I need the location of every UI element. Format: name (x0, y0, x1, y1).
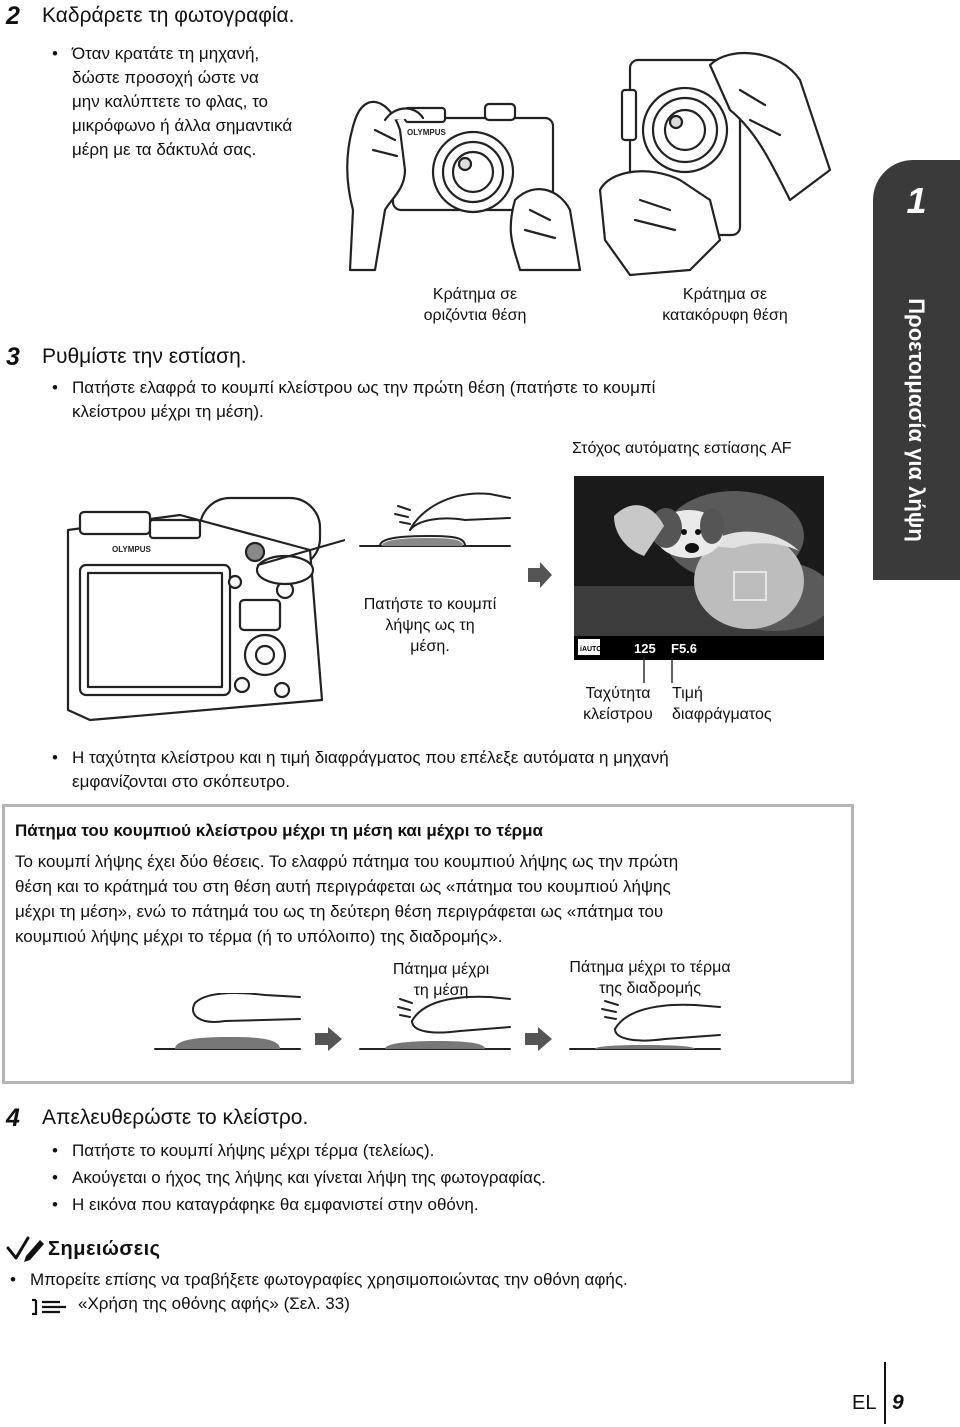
bullet-line: Μπορείτε επίσης να τραβήξετε φωτογραφίες… (30, 1270, 628, 1289)
infobox-line: Το κουμπί λήψης έχει δύο θέσεις. Το ελαφ… (15, 852, 679, 871)
caption-line: τη μέση (413, 982, 469, 999)
bullet-line: μην καλύπτετε το φλας, το (72, 92, 269, 111)
step-4-number: 4 (6, 1104, 20, 1132)
step-4-bullet: • Ακούγεται ο ήχος της λήψης και γίνεται… (52, 1166, 832, 1190)
chapter-side-tab: 1 Προετοιμασία για λήψη (873, 160, 960, 580)
half-press-caption: Πάτημα μέχρι τη μέση (341, 959, 541, 1001)
infobox-line: μέχρι τη μέση», ενώ το πάτημά του ως τη … (15, 902, 664, 921)
bullet-line: μικρόφωνο ή άλλα σημαντικά (72, 116, 293, 135)
bullet-dot: • (52, 1168, 58, 1187)
bullet-line: δώστε προσοχή ώστε να (72, 68, 259, 87)
camera-brand-label: OLYMPUS (407, 128, 446, 137)
step-4-bullet: • Η εικόνα που καταγράφηκε θα εμφανιστεί… (52, 1193, 832, 1217)
caption-line: Τιμή (672, 685, 703, 702)
shutter-speed-label: Ταχύτητα κλείστρου (568, 683, 668, 725)
lcd-shutter-value: 125 (634, 641, 656, 656)
caption-line: οριζόντια θέση (423, 307, 527, 324)
step-4-bullet: • Πατήστε το κουμπί λήψης μέχρι τέρμα (τ… (52, 1139, 832, 1163)
caption-line: Κράτημα σε (682, 286, 768, 303)
infobox-title: Πάτημα του κουμπιού κλείστρου μέχρι τη μ… (15, 821, 543, 840)
pencil-check-icon (6, 1236, 44, 1262)
step-2-bullet: • Όταν κρατάτε τη μηχανή, δώστε προσοχή … (52, 42, 362, 162)
half-full-press-infobox: Πάτημα του κουμπιού κλείστρου μέχρι τη μ… (2, 804, 854, 1084)
caption-line: Πάτημα μέχρι (392, 961, 490, 978)
bullet-line: Ακούγεται ο ήχος της λήψης και γίνεται λ… (72, 1168, 546, 1187)
step-3-title: Ρυθμίστε την εστίαση. (42, 345, 247, 368)
infobox-line: θέση και το κράτημά του στη θέση αυτή πε… (15, 877, 671, 896)
step-3-number: 3 (6, 343, 20, 371)
caption-line: διαφράγματος (672, 706, 772, 723)
step-3-note-bullet: • Η ταχύτητα κλείστρου και η τιμή διαφρά… (52, 746, 852, 794)
bullet-dot: • (52, 378, 58, 397)
camera-brand-label: OLYMPUS (112, 545, 151, 554)
footer-divider (884, 1362, 886, 1424)
step-3-bullet: • Πατήστε ελαφρά το κουμπί κλείστρου ως … (52, 376, 832, 424)
press-stages-illustration (154, 993, 721, 1051)
lcd-mode-label: iAUTO (580, 646, 602, 653)
vertical-hold-illustration (598, 51, 832, 277)
caption-line: μέση. (410, 638, 450, 655)
caption-horizontal-hold: Κράτημα σε οριζόντια θέση (385, 284, 565, 326)
chapter-number: 1 (906, 180, 927, 221)
step-2-title: Καδράρετε τη φωτογραφία. (42, 4, 295, 27)
bullet-dot: • (52, 1195, 58, 1214)
af-target-label: Στόχος αυτόματης εστίασης AF (572, 440, 792, 457)
aperture-label: Τιμή διαφράγματος (672, 683, 812, 725)
infobox-line: κουμπιού λήψης μέχρι το τέρμα (ή το υπόλ… (15, 927, 503, 946)
caption-line: Ταχύτητα (585, 685, 651, 702)
bullet-line: μέρη με τα δάκτυλά σας. (72, 140, 257, 159)
bullet-line: Πατήστε ελαφρά το κουμπί κλείστρου ως τη… (72, 378, 656, 397)
bullet-dot: • (10, 1270, 16, 1289)
bullet-line: Πατήστε το κουμπί λήψης μέχρι τέρμα (τελ… (72, 1141, 435, 1160)
lcd-aperture-value: F5.6 (671, 641, 697, 656)
footer-page-number: 9 (892, 1391, 904, 1414)
caption-line: κλείστρου (583, 706, 653, 723)
step-4-title: Απελευθερώστε το κλείστρο. (42, 1106, 309, 1129)
half-press-callout (257, 492, 530, 566)
bullet-line: Η εικόνα που καταγράφηκε θα εμφανιστεί σ… (72, 1195, 479, 1214)
caption-line: λήψης ως τη (385, 617, 475, 634)
full-press-caption: Πάτημα μέχρι το τέρμα της διαδρομής (535, 957, 765, 999)
step-2-number: 2 (6, 2, 20, 30)
viewfinder-display: iAUTO 125 F5.6 (574, 476, 824, 660)
camera-back-illustration: OLYMPUS (66, 496, 324, 722)
infobox-body: Το κουμπί λήψης έχει δύο θέσεις. Το ελαφ… (15, 849, 845, 949)
bullet-line: εμφανίζονται στο σκόπευτρο. (72, 772, 290, 791)
horizontal-hold-illustration: OLYMPUS (346, 100, 582, 272)
caption-line: της διαδρομής (599, 980, 701, 997)
notes-bullet: • Μπορείτε επίσης να τραβήξετε φωτογραφί… (10, 1268, 830, 1292)
bullet-dot: • (52, 748, 58, 767)
press-halfway-caption: Πατήστε το κουμπί λήψης ως τη μέση. (340, 594, 520, 657)
caption-line: κατακόρυφη θέση (662, 307, 788, 324)
caption-line: Πάτημα μέχρι το τέρμα (569, 959, 731, 976)
bullet-line: Όταν κρατάτε τη μηχανή, (72, 44, 260, 63)
bullet-dot: • (52, 44, 58, 63)
bullet-line: κλείστρου μέχρι τη μέση). (72, 402, 264, 421)
label-leader-lines (643, 657, 673, 683)
caption-line: Πατήστε το κουμπί (363, 596, 497, 613)
right-arrow-icon (528, 562, 552, 588)
caption-vertical-hold: Κράτημα σε κατακόρυφη θέση (625, 284, 825, 326)
notes-title: Σημειώσεις (48, 1238, 161, 1260)
caption-line: Κράτημα σε (432, 286, 518, 303)
chapter-title: Προετοιμασία για λήψη (904, 298, 929, 542)
bullet-dot: • (52, 1141, 58, 1160)
footer-language: EL (852, 1392, 877, 1414)
bullet-line: Η ταχύτητα κλείστρου και η τιμή διαφράγμ… (72, 748, 669, 767)
page-reference-icon (32, 1298, 66, 1316)
touch-screen-reference[interactable]: «Χρήση της οθόνης αφής» (Σελ. 33) (78, 1294, 350, 1313)
